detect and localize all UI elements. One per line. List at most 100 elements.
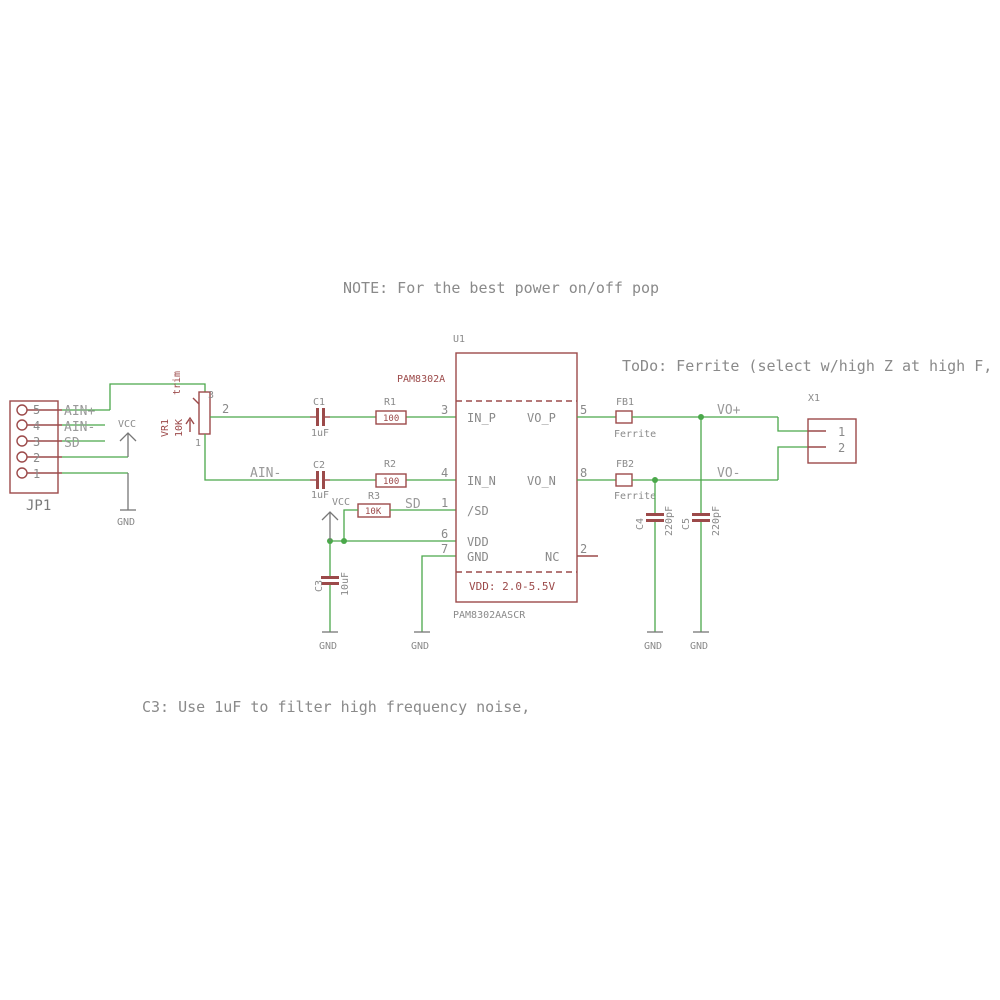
connector-x1[interactable]: 1 2 X1 — [807, 393, 857, 464]
vcc-symbol — [119, 432, 137, 442]
u1-part: PAM8302A — [397, 374, 445, 385]
jp1-pin-4 — [16, 419, 28, 431]
vr1-name: VR1 — [160, 419, 171, 437]
jp1-pin-1 — [16, 467, 28, 479]
jp1-pin-num: 3 — [33, 435, 40, 449]
capacitor-c4[interactable]: C4 220pF — [635, 506, 675, 536]
r3-value: 10K — [365, 507, 382, 517]
u1-pin-num: 1 — [441, 496, 448, 510]
c2-value: 1uF — [311, 490, 329, 501]
r1-name: R1 — [384, 397, 396, 408]
u1-pin-label: VDD — [467, 535, 489, 549]
vcc-label: VCC — [118, 419, 136, 430]
gnd-label: GND — [117, 517, 135, 528]
x1-pin-num: 1 — [838, 425, 845, 439]
vr1-pin1: 1 — [195, 438, 201, 449]
resistor-r3[interactable]: 10K R3 — [357, 491, 391, 518]
u1-vdd-range: VDD: 2.0-5.5V — [469, 580, 555, 593]
fb2-body — [615, 473, 633, 487]
jp1-pin-num: 5 — [33, 403, 40, 417]
u1-pin-label: IN_N — [467, 474, 496, 488]
gnd-label: GND — [690, 641, 708, 652]
net-label-sd: SD — [64, 436, 80, 451]
jp1-pin-num: 2 — [33, 451, 40, 465]
r2-value: 100 — [383, 477, 399, 487]
net-label-ain-minus: AIN- — [250, 466, 281, 481]
u1-pin-num: 8 — [580, 466, 587, 480]
vcc-symbol — [321, 511, 339, 521]
net-label-sd: SD — [405, 497, 421, 512]
jp1-pin-5 — [16, 404, 28, 416]
capacitor-c2[interactable]: C2 1uF — [310, 460, 330, 501]
fb1-name: FB1 — [616, 397, 634, 408]
vr1-pin3: 3 — [208, 390, 214, 401]
vcc-label: VCC — [332, 497, 350, 508]
c3-name: C3 — [314, 580, 325, 592]
r1-body — [375, 410, 407, 425]
u1-pin-label: /SD — [467, 504, 489, 518]
u1-pin-num: 5 — [580, 403, 587, 417]
gnd-label: GND — [319, 641, 337, 652]
c5-value: 220pF — [711, 506, 722, 536]
capacitor-c3[interactable]: C3 10uF — [314, 572, 351, 596]
jp1-body — [9, 400, 59, 494]
r3-name: R3 — [368, 491, 380, 502]
r1-value: 100 — [383, 414, 399, 424]
jp1-connector[interactable]: 5 4 3 2 1 JP1 — [9, 400, 62, 514]
c5-name: C5 — [681, 518, 692, 530]
note-c3: C3: Use 1uF to filter high frequency noi… — [142, 698, 530, 716]
u1-pin-label: GND — [467, 550, 489, 564]
u1-body — [455, 352, 578, 603]
ferrite-fb1[interactable]: FB1 Ferrite — [614, 397, 656, 440]
fb1-value: Ferrite — [614, 429, 656, 440]
fb2-name: FB2 — [616, 459, 634, 470]
resistor-r2[interactable]: 100 R2 — [375, 459, 407, 488]
gnd-label: GND — [644, 641, 662, 652]
u1-pin-label: VO_N — [527, 474, 556, 488]
u1-pin-num: 2 — [580, 542, 587, 556]
c1-name: C1 — [313, 397, 325, 408]
resistor-r1[interactable]: 100 R1 — [375, 397, 407, 425]
fb2-value: Ferrite — [614, 491, 656, 502]
vr1-value: 10K — [174, 419, 185, 437]
ic-u1[interactable]: U1 PAM8302A PAM8302AASCR VDD: 2.0-5.5V 3… — [397, 334, 587, 621]
x1-body — [807, 418, 857, 464]
c2-name: C2 — [313, 460, 325, 471]
net-label-vo-minus: VO- — [717, 466, 740, 481]
fb1-body — [615, 410, 633, 424]
u1-pin-num: 3 — [441, 403, 448, 417]
c4-value: 220pF — [664, 506, 675, 536]
u1-pin-label: VO_P — [527, 411, 556, 425]
r2-body — [375, 473, 407, 488]
vr1-trimpot[interactable]: trim 10K VR1 3 2 1 — [160, 371, 229, 449]
u1-pin-label: NC — [545, 550, 559, 564]
x1-pin-num: 2 — [838, 441, 845, 455]
c1-value: 1uF — [311, 428, 329, 439]
net-label-ain-minus: AIN- — [64, 420, 95, 435]
x1-name: X1 — [808, 393, 820, 404]
net-label-ain-plus: AIN+ — [64, 404, 95, 419]
u1-pin-label: IN_P — [467, 411, 496, 425]
jp1-pin-2 — [16, 451, 28, 463]
junction-dot — [341, 538, 347, 544]
u1-pin-num: 7 — [441, 542, 448, 556]
jp1-pin-num: 1 — [33, 467, 40, 481]
note-todo-ferrite: ToDo: Ferrite (select w/high Z at high F… — [622, 357, 992, 375]
vr1-type: trim — [172, 371, 183, 395]
capacitor-c1[interactable]: C1 1uF — [310, 397, 330, 439]
gnd-label: GND — [411, 641, 429, 652]
u1-pin-num: 6 — [441, 527, 448, 541]
vr1-pin2: 2 — [222, 402, 229, 416]
jp1-label: JP1 — [26, 498, 51, 514]
r2-name: R2 — [384, 459, 396, 470]
jp1-pin-3 — [16, 435, 28, 447]
c3-value: 10uF — [340, 572, 351, 596]
note-pop: NOTE: For the best power on/off pop — [343, 279, 659, 297]
u1-value: PAM8302AASCR — [453, 610, 526, 621]
jp1-pin-num: 4 — [33, 419, 40, 433]
capacitor-c5[interactable]: C5 220pF — [681, 506, 722, 536]
u1-pin-num: 4 — [441, 466, 448, 480]
net-label-vo-plus: VO+ — [717, 403, 741, 418]
u1-name: U1 — [453, 334, 465, 345]
